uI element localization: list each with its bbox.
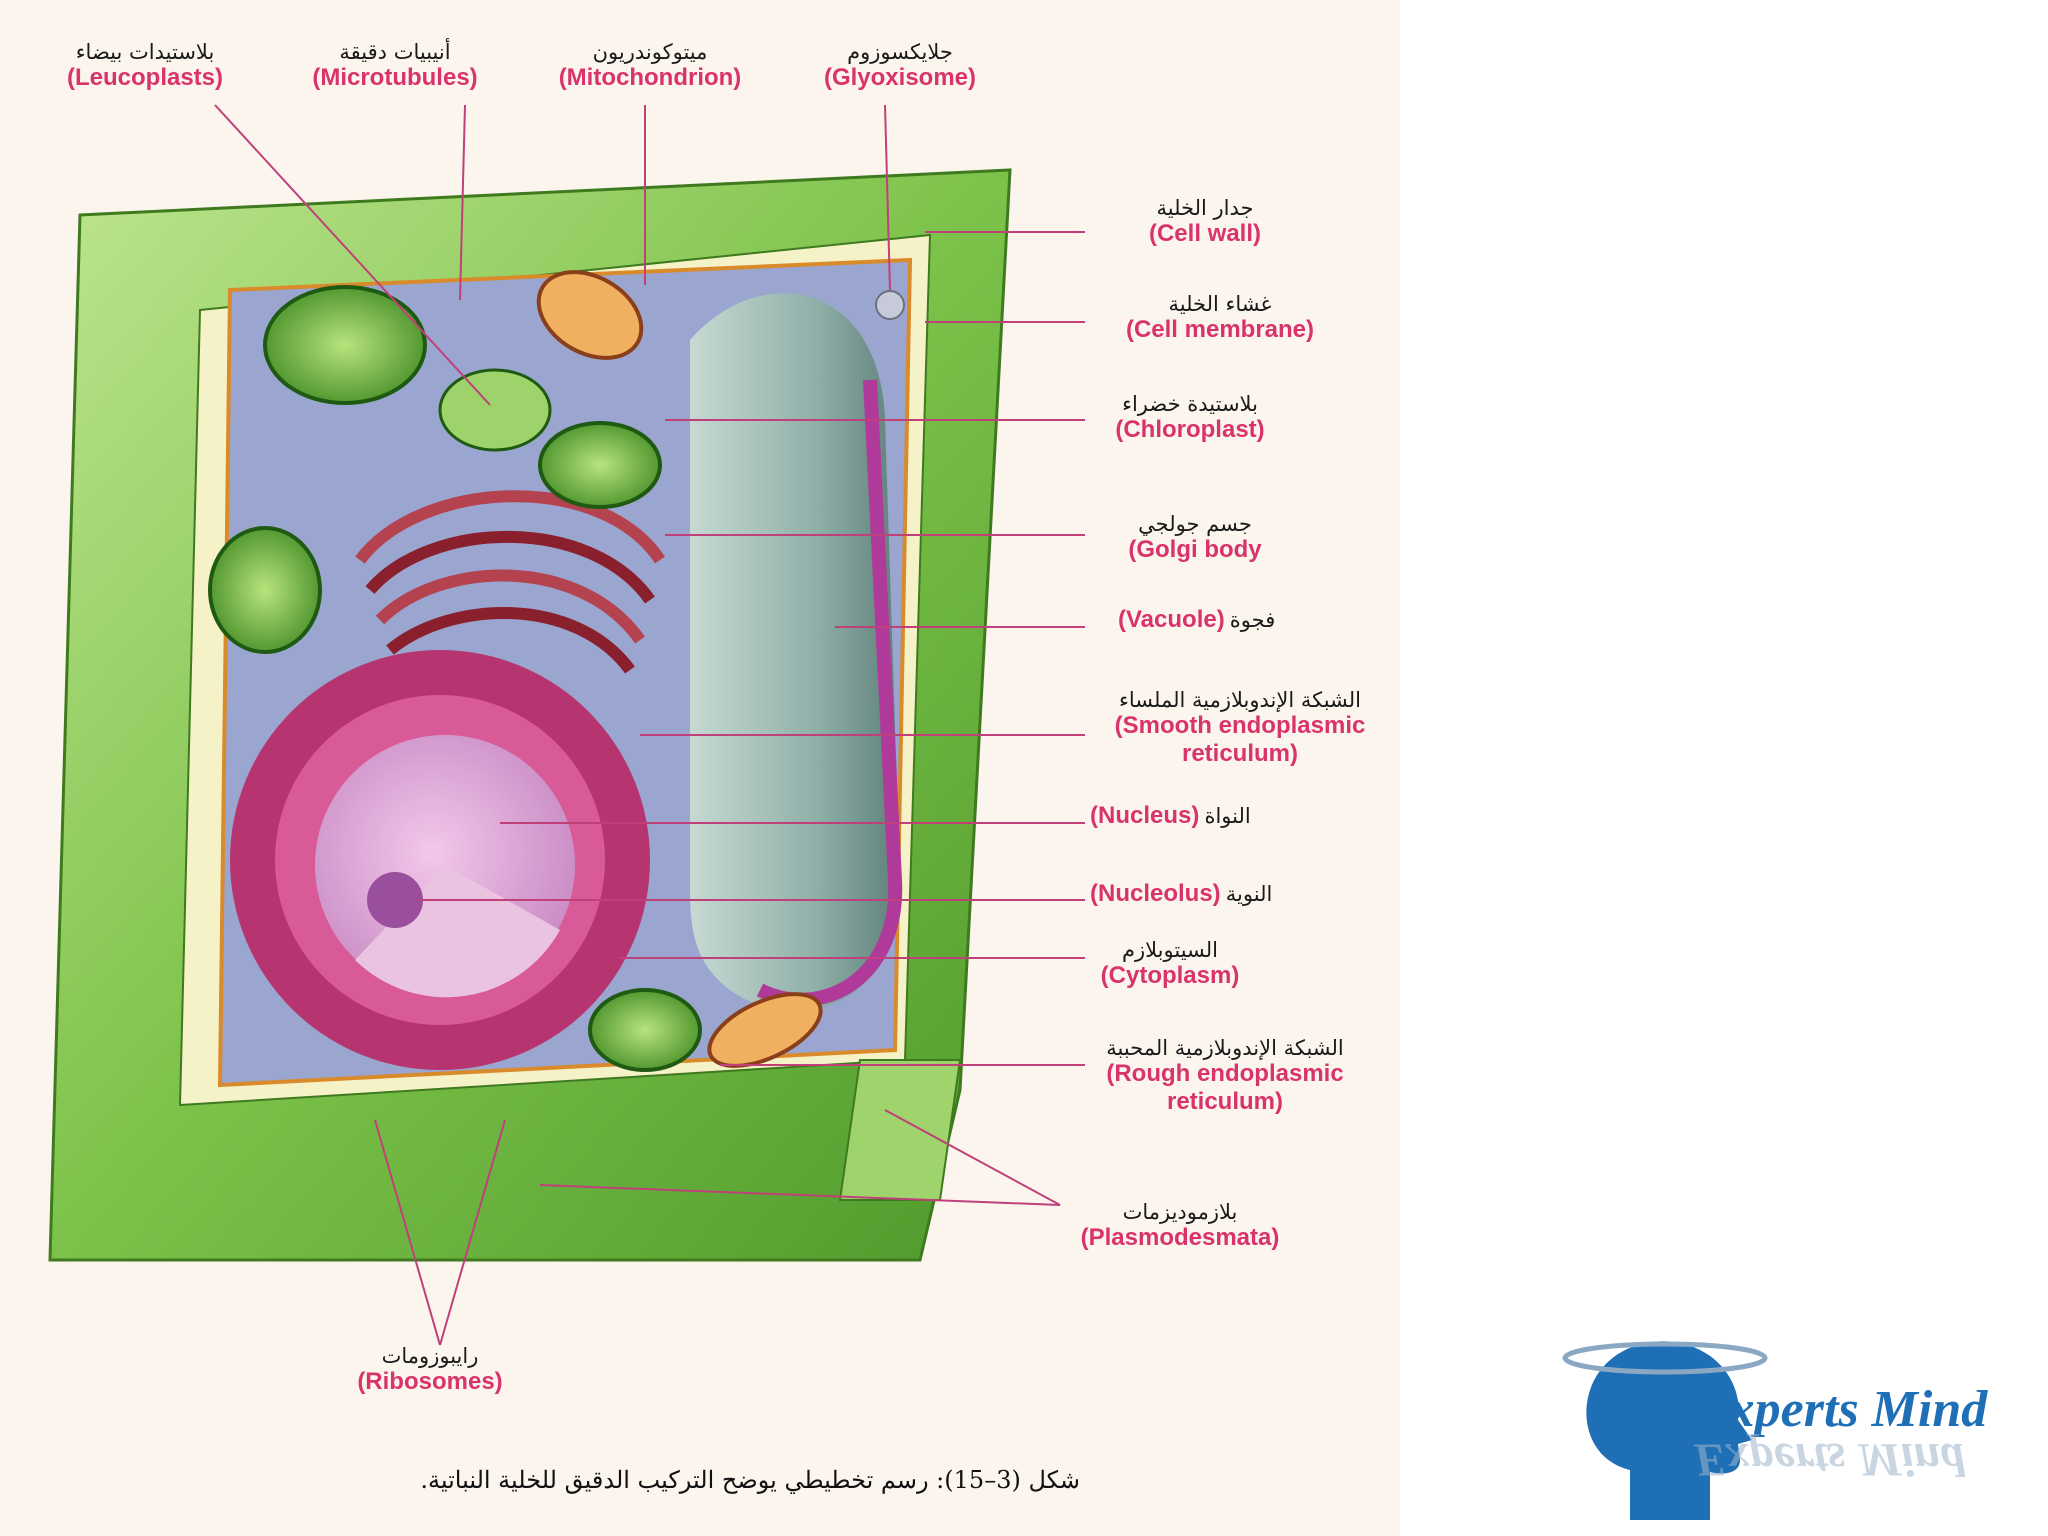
label-nucleolus-ar: النوية: [1225, 882, 1273, 906]
head-silhouette-icon: [1586, 1341, 1752, 1520]
leader-lines: [214, 104, 1085, 1346]
label-smooth-er-en2: reticulum): [1181, 739, 1298, 767]
label-golgi-en: (Golgi body: [1128, 536, 1262, 564]
label-chloroplast-ar: بلاستيدة خضراء: [1122, 392, 1258, 416]
label-smooth-er-en1: (Smooth endoplasmic: [1114, 712, 1366, 740]
label-ribosomes-ar: رايبوزومات: [381, 1344, 479, 1368]
label-leucoplasts-en: (Leucoplasts): [66, 64, 224, 92]
label-cytoplasm: السيتوبلازم (Cytoplasm): [1080, 938, 1260, 990]
label-glyoxisome-ar: جلايكسوزوم: [847, 40, 953, 64]
chloroplasts: [208, 285, 702, 1072]
label-mitochondrion-ar: ميتوكوندريون: [592, 40, 708, 64]
label-leucoplasts-ar: بلاستيدات بيضاء: [75, 40, 215, 64]
logo-text-reflection: Experts Mind: [1694, 1433, 1965, 1486]
label-cell-wall-ar: جدار الخلية: [1156, 196, 1254, 220]
leucoplast-shape: [438, 368, 552, 452]
label-ribosomes-en: (Ribosomes): [357, 1368, 503, 1396]
label-mitochondrion: ميتوكوندريون (Mitochondrion): [535, 40, 765, 92]
label-microtubules-en: (Microtubules): [312, 64, 478, 92]
glyoxisome-shape: [875, 290, 905, 320]
label-rough-er-en1: (Rough endoplasmic: [1106, 1060, 1344, 1088]
label-mitochondrion-en: (Mitochondrion): [558, 64, 742, 92]
label-cytoplasm-en: (Cytoplasm): [1100, 962, 1240, 990]
label-rough-er: الشبكة الإندوبلازمية المحببة (Rough endo…: [1070, 1036, 1380, 1115]
nucleolus-shape: [367, 872, 423, 928]
label-nucleus-en: (Nucleus): [1090, 802, 1200, 829]
plant-cell-diagram: [48, 104, 1085, 1346]
label-smooth-er: الشبكة الإندوبلازمية الملساء (Smooth end…: [1080, 688, 1400, 767]
label-nucleus-ar: النواة: [1204, 804, 1251, 828]
golgi-body-shape: [355, 490, 665, 674]
label-chloroplast: بلاستيدة خضراء (Chloroplast): [1090, 392, 1290, 444]
label-golgi-ar: جسم جولجي: [1138, 512, 1252, 536]
label-vacuole-en: (Vacuole): [1118, 606, 1225, 633]
label-cell-membrane: غشاء الخلية (Cell membrane): [1090, 292, 1350, 344]
label-cell-membrane-ar: غشاء الخلية: [1168, 292, 1272, 316]
label-cell-membrane-en: (Cell membrane): [1125, 316, 1315, 344]
label-microtubules-ar: أنيبيات دقيقة: [339, 40, 451, 64]
label-nucleus: (Nucleus) النواة: [1090, 802, 1251, 830]
figure-caption: شكل (3–15): رسم تخطيطي يوضح التركيب الدق…: [420, 1466, 1080, 1494]
label-rough-er-en2: reticulum): [1166, 1087, 1283, 1115]
label-leucoplasts: بلاستيدات بيضاء (Leucoplasts): [30, 40, 260, 92]
label-plasmodesmata-en: (Plasmodesmata): [1080, 1224, 1280, 1252]
experts-mind-logo: [1562, 1341, 1768, 1520]
label-nucleolus-en: (Nucleolus): [1090, 880, 1221, 907]
label-golgi: جسم جولجي (Golgi body: [1090, 512, 1300, 564]
vacuole-shape: [690, 293, 901, 1012]
label-nucleolus: (Nucleolus) النوية: [1090, 880, 1272, 908]
logo-text: Experts Mind: [1694, 1381, 1988, 1438]
label-vacuole: (Vacuole) فجوة: [1118, 606, 1275, 634]
mitochondria: [536, 270, 823, 1068]
label-glyoxisome: جلايكسوزوم (Glyoxisome): [790, 40, 1010, 92]
label-cell-wall: جدار الخلية (Cell wall): [1090, 196, 1320, 248]
label-microtubules: أنيبيات دقيقة (Microtubules): [280, 40, 510, 92]
label-rough-er-ar: الشبكة الإندوبلازمية المحببة: [1106, 1036, 1344, 1060]
label-plasmodesmata: بلازموديزمات (Plasmodesmata): [1050, 1200, 1310, 1252]
label-smooth-er-ar: الشبكة الإندوبلازمية الملساء: [1118, 688, 1362, 712]
label-chloroplast-en: (Chloroplast): [1115, 416, 1265, 444]
label-cell-wall-en: (Cell wall): [1148, 220, 1262, 248]
label-plasmodesmata-ar: بلازموديزمات: [1122, 1200, 1238, 1224]
label-cytoplasm-ar: السيتوبلازم: [1121, 938, 1218, 962]
halo-ring-icon: [1562, 1341, 1768, 1375]
label-vacuole-ar: فجوة: [1229, 608, 1276, 632]
label-glyoxisome-en: (Glyoxisome): [823, 64, 977, 92]
label-ribosomes: رايبوزومات (Ribosomes): [330, 1344, 530, 1396]
nucleus-shape: [315, 735, 575, 998]
